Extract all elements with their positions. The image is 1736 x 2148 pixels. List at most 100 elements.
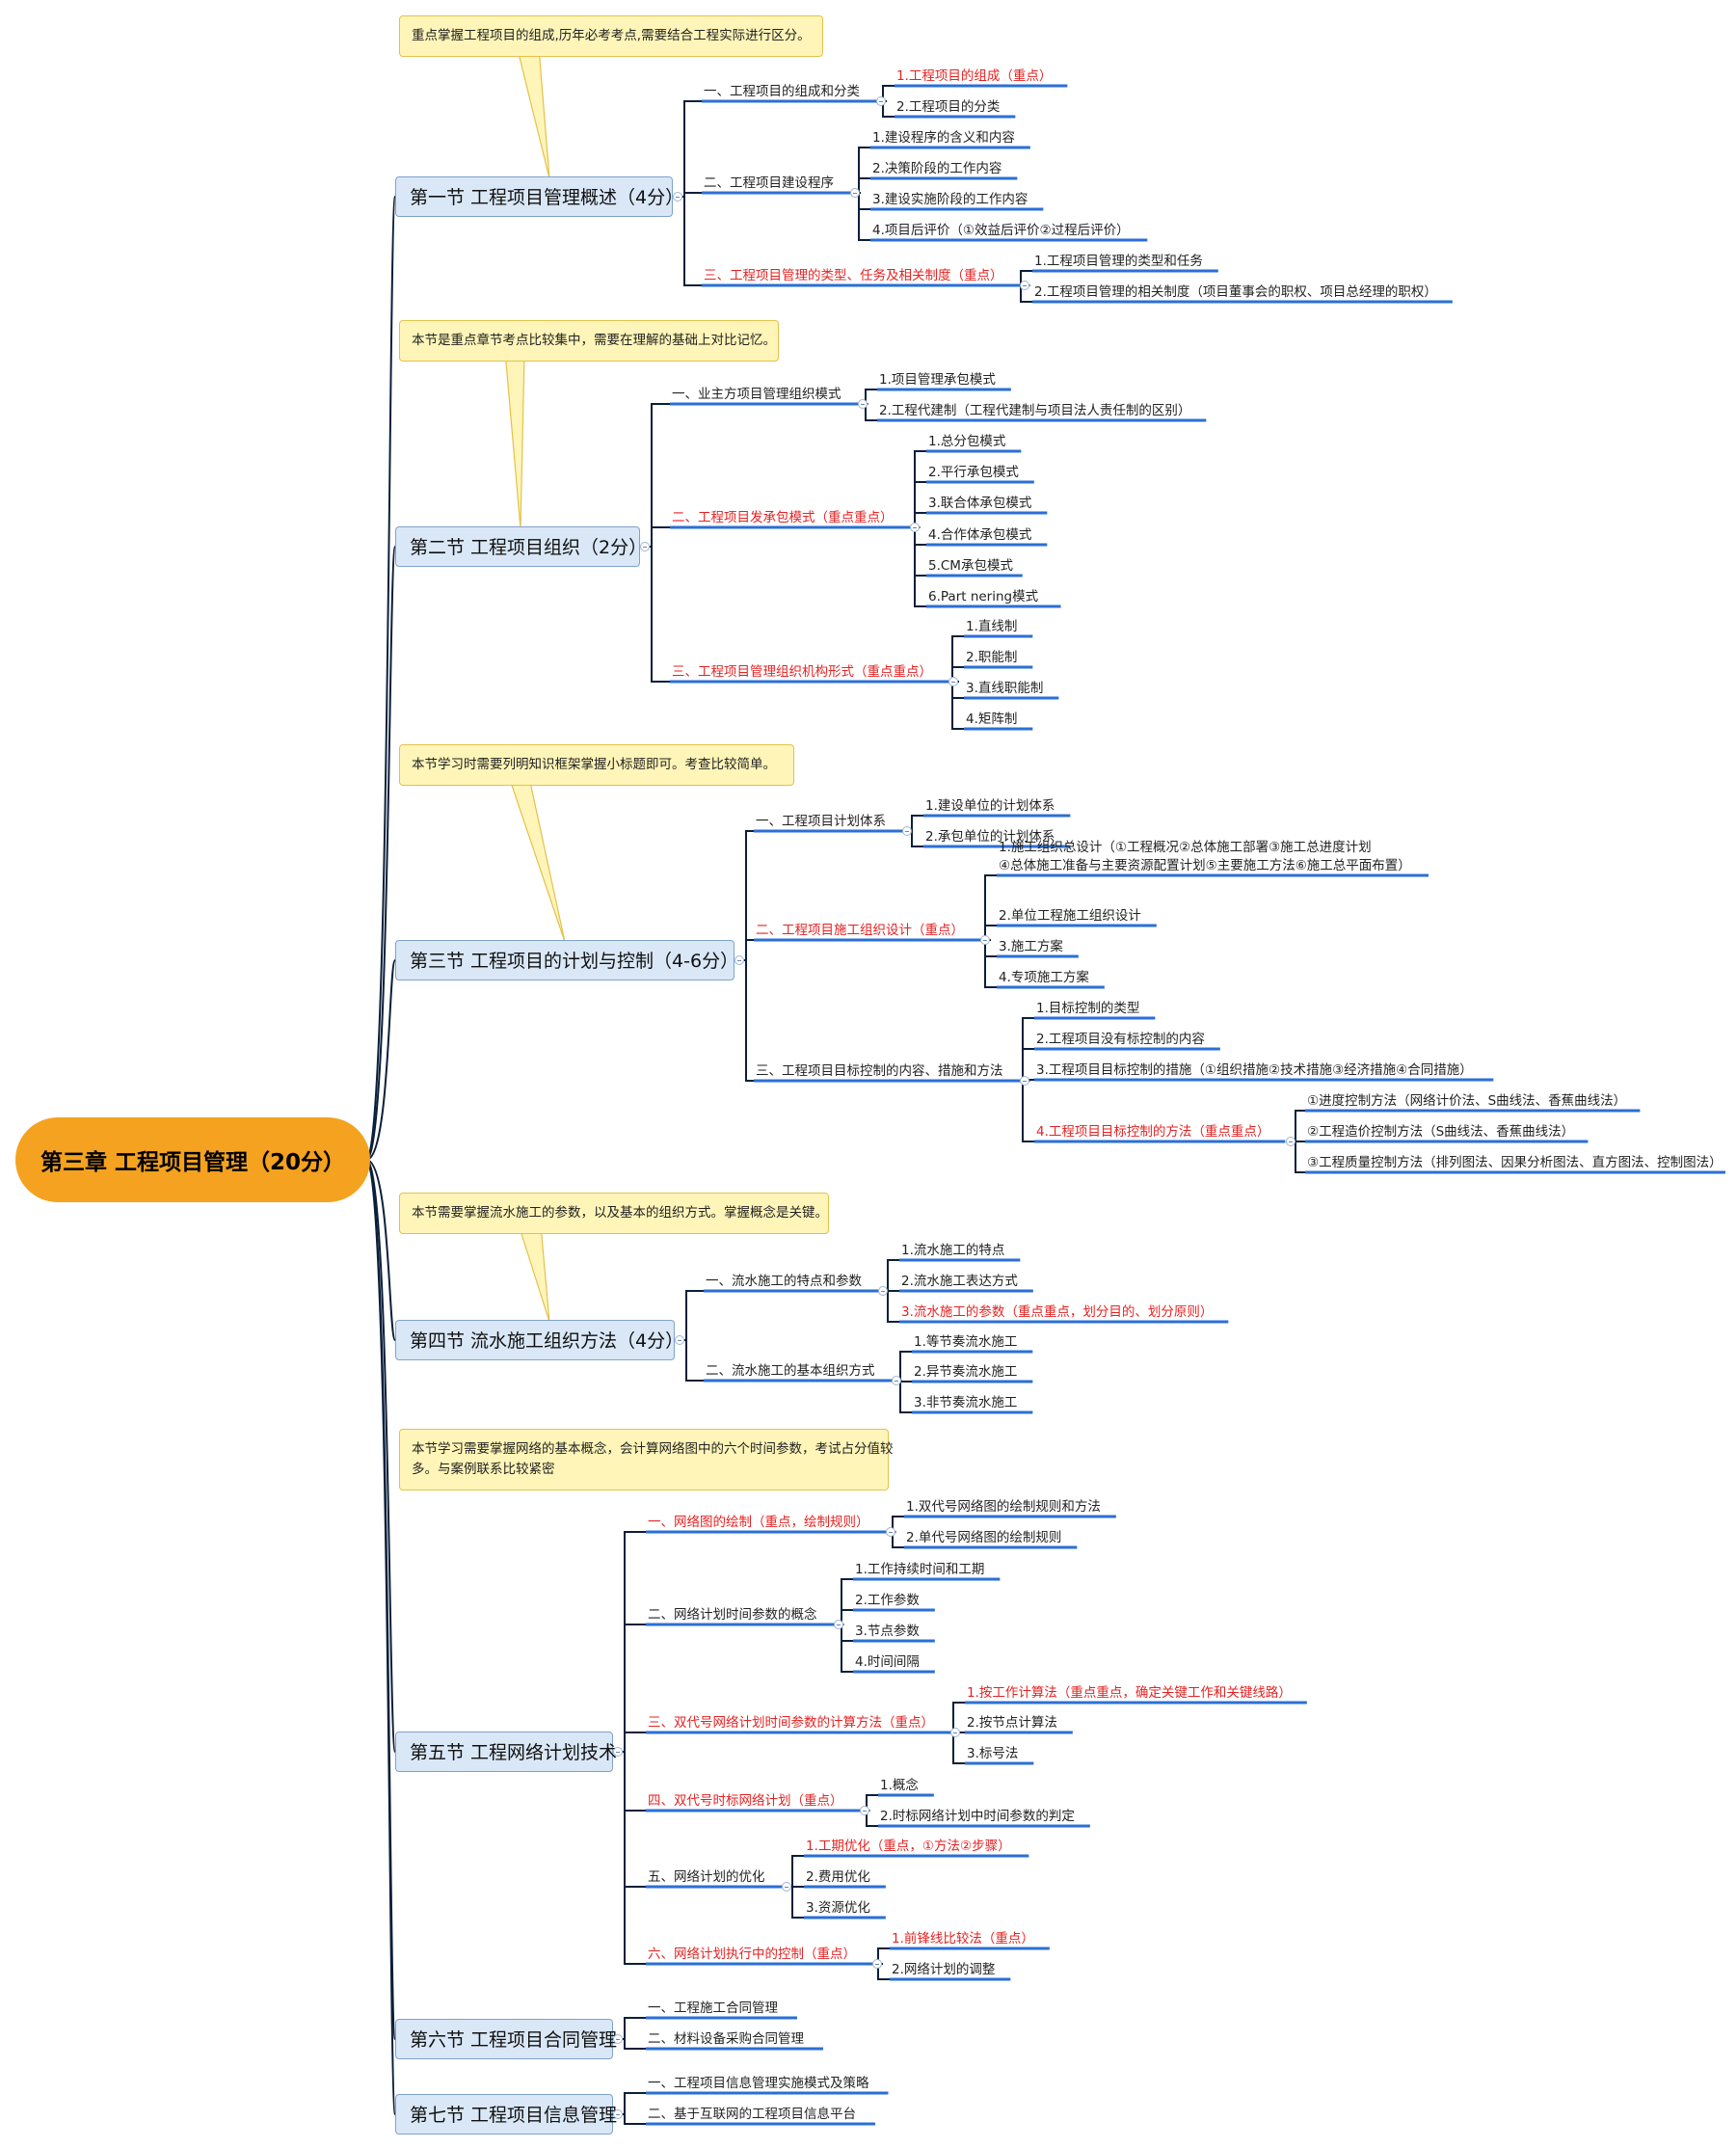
- leaf-label[interactable]: 2.工作参数: [855, 1593, 920, 1608]
- leaf-label[interactable]: 2.平行承包模式: [928, 465, 1019, 480]
- topic-label[interactable]: 一、流水施工的特点和参数: [706, 1274, 862, 1289]
- topic-label[interactable]: 一、业主方项目管理组织模式: [672, 387, 841, 402]
- section-collapse-icon[interactable]: [675, 1335, 684, 1345]
- leaf-label[interactable]: 2.承包单位的计划体系: [925, 829, 1055, 845]
- section-collapse-icon[interactable]: [613, 1747, 623, 1757]
- root-topic[interactable]: 第三章 工程项目管理（20分）: [15, 1117, 370, 1202]
- leaf-label[interactable]: 3.直线职能制: [966, 681, 1044, 696]
- topic-label[interactable]: 五、网络计划的优化: [648, 1869, 765, 1885]
- section-topic[interactable]: 第六节 工程项目合同管理: [395, 2019, 617, 2059]
- section-topic[interactable]: 第三节 工程项目的计划与控制（4-6分）: [395, 940, 738, 980]
- topic-label[interactable]: 一、工程项目计划体系: [756, 814, 886, 829]
- callout-note[interactable]: 本节学习需要掌握网络的基本概念，会计算网络图中的六个时间参数，考试占分值较 多。…: [399, 1429, 894, 1490]
- section-topic[interactable]: 第一节 工程项目管理概述（4分）: [395, 176, 683, 217]
- leaf-label[interactable]: 1.工程项目管理的类型和任务: [1034, 254, 1203, 269]
- section-collapse-icon[interactable]: [613, 2109, 623, 2119]
- leaf-label[interactable]: 4.合作体承包模式: [928, 527, 1032, 543]
- subleaf-label[interactable]: ②工程造价控制方法（S曲线法、香蕉曲线法）: [1307, 1124, 1575, 1140]
- leaf-label[interactable]: 2.工程项目的分类: [896, 99, 1001, 115]
- topic-label[interactable]: 六、网络计划执行中的控制（重点）: [648, 1947, 856, 1962]
- section-collapse-icon[interactable]: [613, 2034, 623, 2044]
- topic-collapse-icon[interactable]: [1019, 1076, 1029, 1086]
- topic-collapse-icon[interactable]: [950, 1728, 960, 1737]
- topic-label[interactable]: 四、双代号时标网络计划（重点）: [648, 1793, 843, 1809]
- subleaf-label[interactable]: ③工程质量控制方法（排列图法、因果分析图法、直方图法、控制图法）: [1307, 1155, 1723, 1170]
- topic-collapse-icon[interactable]: [876, 96, 886, 106]
- leaf-label[interactable]: 1.总分包模式: [928, 434, 1006, 449]
- leaf-label[interactable]: 3.联合体承包模式: [928, 496, 1032, 511]
- leaf-label[interactable]: 5.CM承包模式: [928, 558, 1013, 574]
- callout-note[interactable]: 本节需要掌握流水施工的参数，以及基本的组织方式。掌握概念是关键。: [399, 1193, 829, 1234]
- leaf-label[interactable]: 1.双代号网络图的绘制规则和方法: [906, 1499, 1101, 1515]
- leaf-label[interactable]: 2.异节奏流水施工: [914, 1364, 1018, 1380]
- leaf-label[interactable]: 1.按工作计算法（重点重点，确定关键工作和关键线路）: [967, 1685, 1292, 1701]
- section-topic[interactable]: 第二节 工程项目组织（2分）: [395, 526, 647, 567]
- topic-label[interactable]: 二、网络计划时间参数的概念: [648, 1607, 817, 1623]
- leaf-label[interactable]: 4.工程项目目标控制的方法（重点重点）: [1036, 1124, 1270, 1140]
- topic-collapse-icon[interactable]: [909, 523, 920, 532]
- callout-note[interactable]: 重点掌握工程项目的组成,历年必考考点,需要结合工程实际进行区分。: [399, 15, 823, 57]
- topic-label[interactable]: 三、工程项目管理的类型、任务及相关制度（重点）: [704, 268, 1003, 283]
- topic-collapse-icon[interactable]: [781, 1882, 791, 1892]
- leaf-label[interactable]: 1.目标控制的类型: [1036, 1001, 1140, 1016]
- leaf-label[interactable]: 2.工程代建制（工程代建制与项目法人责任制的区别）: [879, 403, 1191, 418]
- leaf-collapse-icon[interactable]: [1286, 1137, 1296, 1146]
- topic-collapse-icon[interactable]: [857, 399, 868, 409]
- topic-collapse-icon[interactable]: [891, 1376, 901, 1385]
- leaf-label[interactable]: 1.流水施工的特点: [901, 1243, 1005, 1258]
- leaf-label[interactable]: 4.时间间隔: [855, 1654, 920, 1670]
- leaf-label[interactable]: 1.概念: [880, 1778, 919, 1793]
- leaf-label[interactable]: 1.工期优化（重点，①方法②步骤）: [806, 1839, 1011, 1854]
- leaf-label[interactable]: 2.时标网络计划中时间参数的判定: [880, 1809, 1075, 1824]
- leaf-label[interactable]: 2.决策阶段的工作内容: [872, 161, 1002, 176]
- leaf-label[interactable]: 4.项目后评价（①效益后评价②过程后评价）: [872, 223, 1130, 238]
- topic-label[interactable]: 二、工程项目施工组织设计（重点）: [756, 923, 964, 938]
- section-topic[interactable]: 第五节 工程网络计划技术: [395, 1732, 617, 1772]
- leaf-label[interactable]: 2.流水施工表达方式: [901, 1274, 1018, 1289]
- leaf-label[interactable]: 4.矩阵制: [966, 712, 1018, 727]
- topic-collapse-icon[interactable]: [833, 1620, 843, 1629]
- leaf-label[interactable]: 6.Part nering模式: [928, 589, 1039, 604]
- topic-collapse-icon[interactable]: [850, 188, 860, 198]
- topic-label[interactable]: 二、材料设备采购合同管理: [648, 2031, 804, 2047]
- leaf-label[interactable]: 3.非节奏流水施工: [914, 1395, 1018, 1410]
- section-topic[interactable]: 第四节 流水施工组织方法（4分）: [395, 1320, 683, 1360]
- topic-label[interactable]: 二、基于互联网的工程项目信息平台: [648, 2107, 856, 2122]
- topic-label[interactable]: 一、网络图的绘制（重点，绘制规则）: [648, 1515, 869, 1530]
- topic-collapse-icon[interactable]: [902, 826, 912, 836]
- leaf-label[interactable]: 4.专项施工方案: [999, 970, 1089, 985]
- topic-collapse-icon[interactable]: [1019, 281, 1029, 290]
- topic-collapse-icon[interactable]: [885, 1527, 895, 1537]
- subleaf-label[interactable]: ①进度控制方法（网络计价法、S曲线法、香蕉曲线法）: [1307, 1093, 1627, 1109]
- leaf-label[interactable]: 2.工程项目没有标控制的内容: [1036, 1032, 1205, 1047]
- leaf-label[interactable]: 3.施工方案: [999, 939, 1063, 954]
- leaf-label[interactable]: 1.施工组织总设计（①工程概况②总体施工部署③施工总进度计划 ④总体施工准备与主…: [999, 840, 1411, 873]
- topic-collapse-icon[interactable]: [878, 1286, 888, 1296]
- leaf-label[interactable]: 2.单代号网络图的绘制规则: [906, 1530, 1062, 1545]
- topic-label[interactable]: 一、工程项目的组成和分类: [704, 84, 860, 99]
- topic-collapse-icon[interactable]: [980, 935, 990, 945]
- topic-label[interactable]: 二、流水施工的基本组织方式: [706, 1363, 875, 1379]
- leaf-label[interactable]: 2.费用优化: [806, 1869, 870, 1885]
- topic-collapse-icon[interactable]: [872, 1959, 882, 1969]
- leaf-label[interactable]: 1.工程项目的组成（重点）: [896, 68, 1053, 84]
- topic-label[interactable]: 一、工程项目信息管理实施模式及策略: [648, 2076, 869, 2091]
- leaf-label[interactable]: 1.工作持续时间和工期: [855, 1562, 985, 1577]
- leaf-label[interactable]: 3.建设实施阶段的工作内容: [872, 192, 1028, 207]
- topic-label[interactable]: 三、工程项目管理组织机构形式（重点重点）: [672, 664, 932, 680]
- section-topic[interactable]: 第七节 工程项目信息管理: [395, 2094, 617, 2135]
- leaf-label[interactable]: 2.网络计划的调整: [892, 1962, 996, 1977]
- topic-label[interactable]: 二、工程项目发承包模式（重点重点）: [672, 510, 894, 525]
- section-collapse-icon[interactable]: [673, 192, 682, 201]
- section-collapse-icon[interactable]: [734, 955, 744, 965]
- topic-label[interactable]: 二、工程项目建设程序: [704, 175, 834, 191]
- section-collapse-icon[interactable]: [640, 542, 650, 551]
- leaf-label[interactable]: 2.按节点计算法: [967, 1715, 1057, 1731]
- topic-collapse-icon[interactable]: [948, 677, 958, 686]
- leaf-label[interactable]: 1.直线制: [966, 619, 1018, 634]
- leaf-label[interactable]: 3.节点参数: [855, 1624, 920, 1639]
- leaf-label[interactable]: 1.项目管理承包模式: [879, 372, 996, 388]
- leaf-label[interactable]: 3.工程项目目标控制的措施（①组织措施②技术措施③经济措施④合同措施）: [1036, 1062, 1473, 1078]
- leaf-label[interactable]: 1.建设程序的含义和内容: [872, 130, 1015, 146]
- leaf-label[interactable]: 2.职能制: [966, 650, 1018, 665]
